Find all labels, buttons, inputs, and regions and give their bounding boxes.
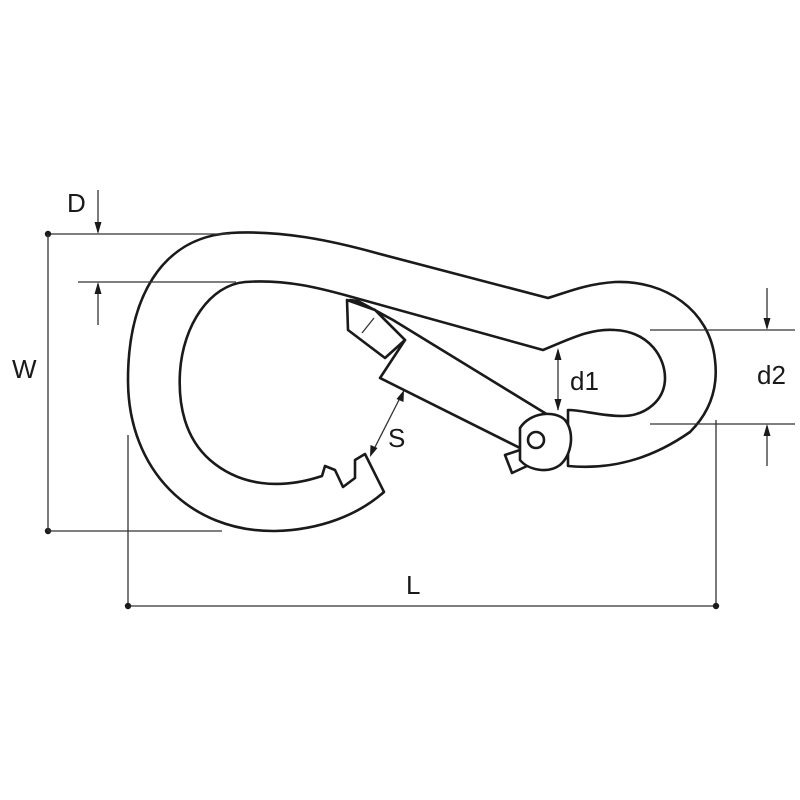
rivet-pin: [526, 430, 546, 450]
dim-D-arrow-top: [94, 222, 102, 234]
dimension-L: L: [124, 420, 720, 610]
hook-body: [126, 231, 717, 533]
dimension-W: W: [12, 230, 222, 535]
dim-d1-arrow-bottom: [554, 399, 562, 411]
dim-S-arrow-bottom: [370, 445, 378, 457]
dimension-S: S: [370, 390, 405, 457]
hinge-sleeve: [518, 412, 573, 472]
dim-S-arrow-top: [396, 390, 404, 402]
dimension-D: D: [50, 188, 236, 325]
gate-latch-line: [361, 317, 375, 334]
dim-S-line: [371, 393, 403, 454]
label-d2: d2: [757, 360, 786, 390]
label-S: S: [388, 423, 405, 453]
dimension-d2: d2: [650, 288, 795, 466]
label-D: D: [67, 188, 86, 218]
label-d1: d1: [570, 366, 599, 396]
dim-d2-arrow-bottom: [763, 424, 771, 436]
label-W: W: [12, 354, 37, 384]
dim-D-arrow-bottom: [94, 282, 102, 294]
dim-d1-arrow-top: [554, 348, 562, 360]
dim-L-left-dot: [124, 602, 132, 610]
dim-L-right-dot: [712, 602, 720, 610]
dim-d2-arrow-top: [763, 318, 771, 330]
dimension-d1: d1: [554, 348, 599, 411]
label-L: L: [406, 570, 420, 600]
gate-latch: [345, 298, 407, 360]
